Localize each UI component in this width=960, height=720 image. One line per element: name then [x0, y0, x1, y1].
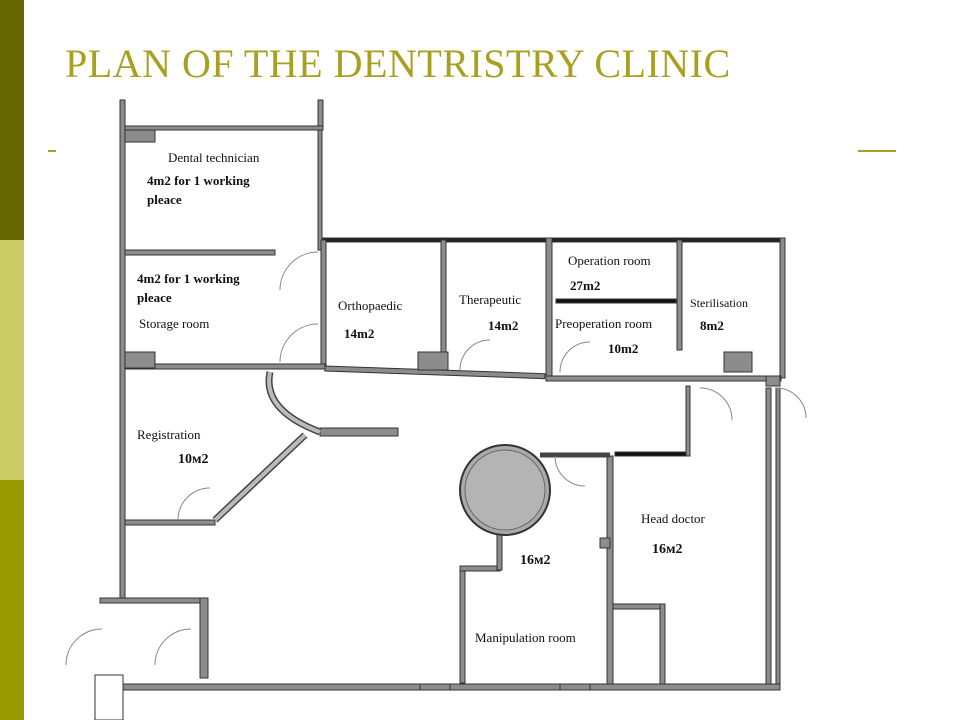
round-room: [459, 444, 610, 536]
label-dental-technician-note1: 4m2 for 1 working: [147, 173, 250, 188]
label-therapeutic: Therapeutic: [459, 292, 521, 307]
label-orthopaedic-area: 14m2: [344, 326, 374, 341]
label-dental-technician-note2: pleace: [147, 192, 182, 207]
label-storage-note1: 4m2 for 1 working: [137, 271, 240, 286]
label-manipulation-area: 16м2: [520, 553, 551, 568]
label-manipulation-room: Manipulation room: [475, 630, 576, 645]
curved-wall: [212, 371, 322, 523]
label-storage-note2: pleace: [137, 290, 172, 305]
sidebar-bar-dark: [0, 0, 24, 240]
label-dental-technician: Dental technician: [168, 150, 260, 165]
doors: [65, 251, 807, 666]
sidebar-bar-light: [0, 240, 24, 480]
label-head-doctor-area: 16м2: [652, 542, 683, 557]
sidebar-bar-mid: [0, 480, 24, 720]
label-registration: Registration: [137, 427, 201, 442]
labels: Dental technician 4m2 for 1 working plea…: [137, 150, 748, 645]
walls: [94, 99, 786, 720]
accent-line-left: [48, 150, 56, 152]
slide-title: PLAN OF THE DENTRISTRY CLINIC: [65, 41, 731, 86]
label-orthopaedic: Orthopaedic: [338, 298, 402, 313]
label-registration-area: 10м2: [178, 452, 209, 467]
label-preoperation-area: 10m2: [608, 341, 638, 356]
label-operation-area: 27m2: [570, 278, 600, 293]
label-therapeutic-area: 14m2: [488, 318, 518, 333]
label-sterilisation: Sterilisation: [690, 296, 748, 310]
fixtures: [124, 129, 781, 691]
label-head-doctor: Head doctor: [641, 511, 706, 526]
accent-line-right: [858, 150, 896, 152]
label-storage-room: Storage room: [139, 316, 209, 331]
label-operation-room: Operation room: [568, 253, 651, 268]
label-preoperation-room: Preoperation room: [555, 316, 652, 331]
label-sterilisation-area: 8m2: [700, 318, 724, 333]
